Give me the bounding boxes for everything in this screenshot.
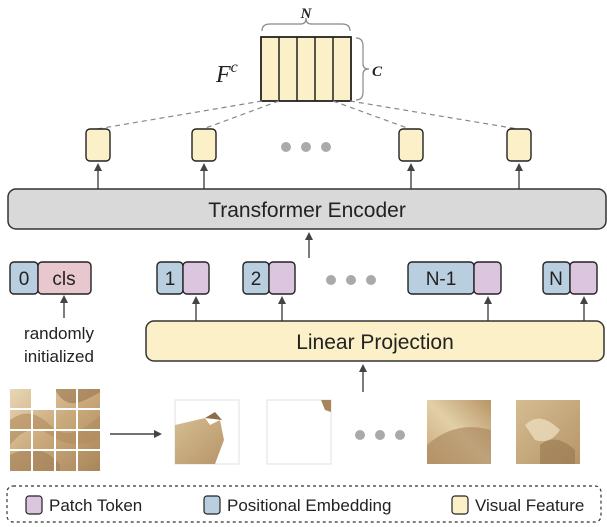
ellipsis-middle	[326, 275, 376, 285]
linear-projection-box	[145, 320, 605, 362]
ellipsis-bottom	[355, 430, 405, 440]
token-n	[542, 261, 598, 295]
output-feature-n	[506, 128, 532, 162]
legend-visual-feature-swatch	[451, 495, 469, 515]
legend-box	[6, 485, 602, 523]
fan-lines	[96, 100, 519, 130]
linear-projection-label: Linear Projection	[296, 331, 454, 354]
token-n-minus-1	[407, 261, 502, 295]
output-feature-n-minus-1	[398, 128, 424, 162]
height-label: C	[372, 64, 383, 80]
legend-positional-embedding-swatch	[203, 495, 221, 515]
token-1	[156, 261, 210, 295]
token-2-label: 2	[251, 269, 262, 290]
ellipsis-top	[281, 142, 331, 152]
token-n-minus-1-label: N-1	[426, 269, 457, 290]
patch-grid-lines	[10, 389, 100, 471]
legend-positional-embedding-label: Positional Embedding	[227, 496, 391, 515]
cls-note-line2: initialized	[24, 347, 94, 366]
width-brace	[261, 17, 351, 32]
token-cls-label: cls	[52, 269, 75, 290]
feature-map-label: Fc	[215, 59, 238, 88]
token-2	[242, 261, 296, 295]
cls-note-line1: randomly	[24, 324, 94, 343]
legend-patch-token-swatch	[25, 495, 43, 515]
token-1-label: 1	[165, 269, 176, 290]
patch-1	[174, 399, 240, 465]
height-brace	[355, 37, 370, 101]
input-image	[10, 389, 101, 471]
token-n-label: N	[549, 269, 563, 290]
patch-n-minus-1	[427, 400, 491, 464]
patch-n	[516, 400, 580, 464]
transformer-encoder-box	[7, 188, 607, 230]
legend-visual-feature-label: Visual Feature	[475, 496, 584, 515]
legend-patch-token-label: Patch Token	[49, 496, 142, 515]
token-zero-cls	[9, 261, 92, 295]
token-zero-label: 0	[19, 269, 30, 290]
width-label: N	[300, 6, 313, 22]
output-feature-2	[191, 128, 217, 162]
encoder-output-arrows	[94, 163, 523, 189]
output-feature-1	[85, 128, 111, 162]
output-features	[85, 128, 532, 162]
transformer-encoder-label: Transformer Encoder	[208, 199, 406, 222]
feature-map	[260, 17, 370, 102]
projection-output-arrows	[192, 296, 588, 321]
patch-2	[266, 399, 332, 465]
